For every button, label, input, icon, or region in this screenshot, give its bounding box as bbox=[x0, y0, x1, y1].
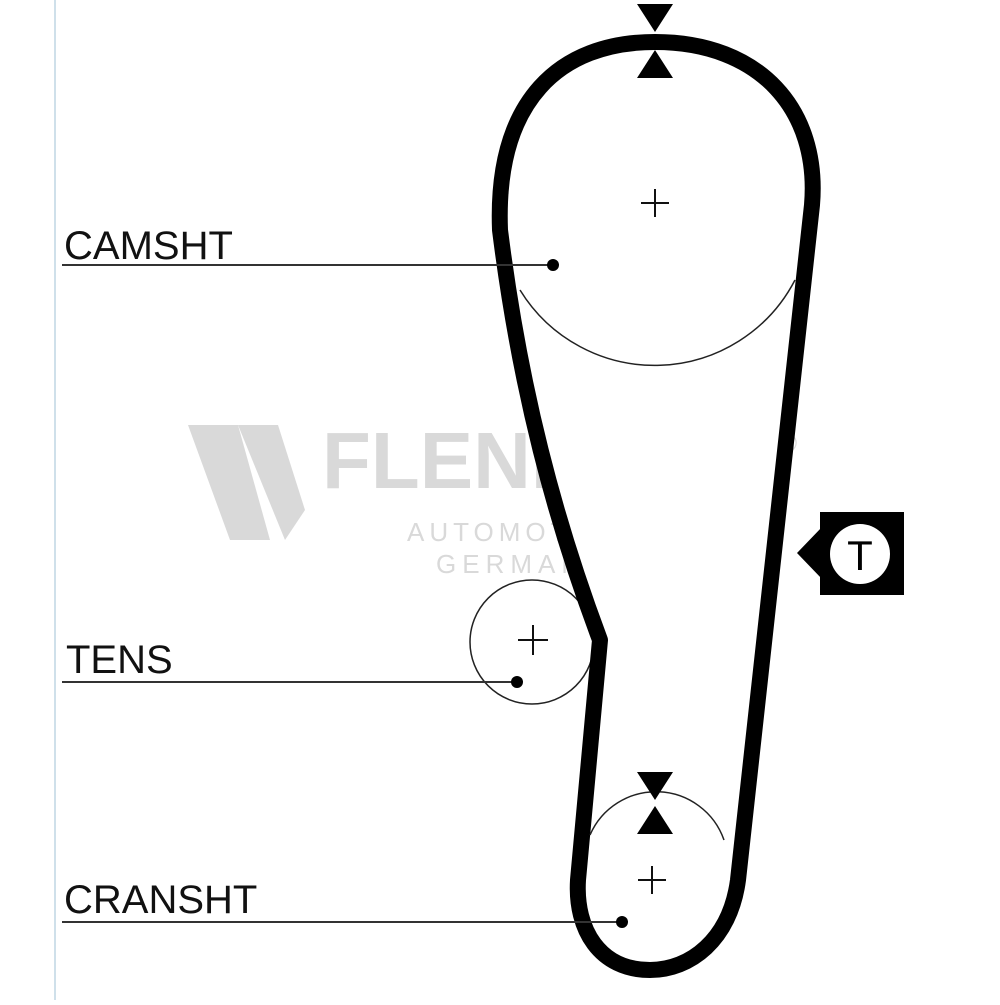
tension-marker-circle bbox=[830, 524, 890, 584]
logo-stroke-1 bbox=[188, 425, 270, 540]
crankshaft-dot bbox=[616, 916, 628, 928]
tensioner-label: TENS bbox=[66, 638, 173, 682]
tensioner-dot bbox=[511, 676, 523, 688]
tension-marker: T bbox=[797, 512, 904, 595]
tensioner-center-cross bbox=[518, 625, 548, 655]
camshaft-center-cross bbox=[641, 189, 669, 217]
tension-marker-pointer bbox=[797, 527, 822, 579]
logo-stroke-2 bbox=[238, 425, 305, 540]
crankshaft-label: CRANSHT bbox=[64, 878, 258, 922]
camshaft-dot bbox=[547, 259, 559, 271]
timing-belt bbox=[491, 34, 821, 978]
camshaft-timing-mark bbox=[637, 4, 673, 78]
camshaft-label: CAMSHT bbox=[64, 224, 233, 268]
crankshaft-timing-mark bbox=[637, 772, 673, 834]
camshaft-inner-arc bbox=[519, 279, 796, 367]
tension-marker-letter: T bbox=[847, 532, 873, 579]
crankshaft-center-cross bbox=[638, 866, 666, 894]
